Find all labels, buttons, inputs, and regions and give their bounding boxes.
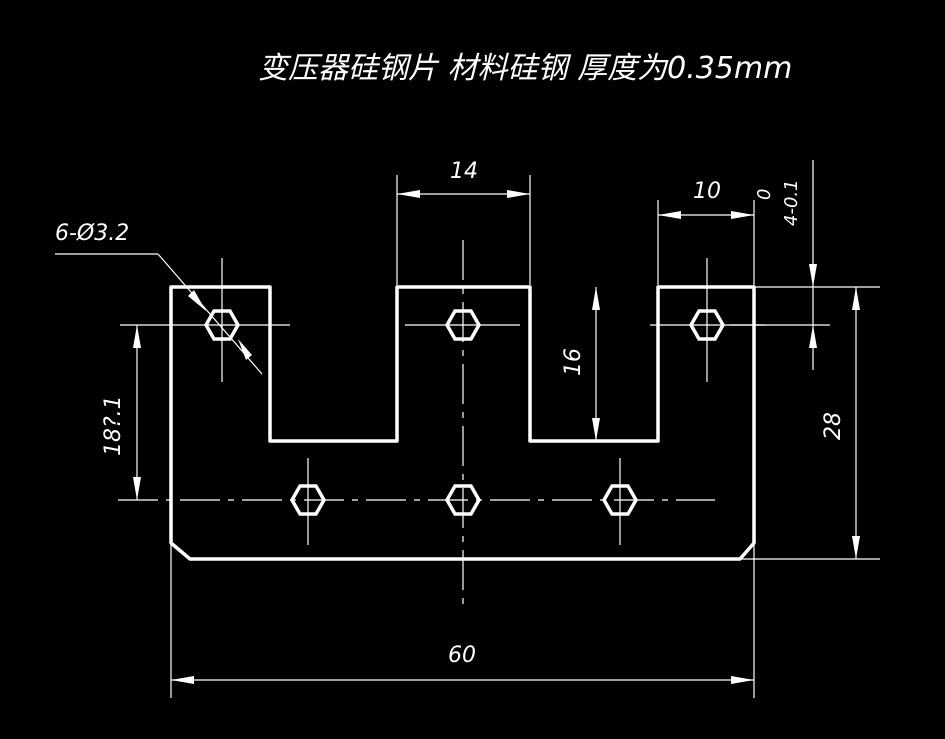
part-outline	[169, 285, 756, 561]
hole-callout-label: 6-Ø3.2	[55, 221, 129, 246]
dim-hole-spacing-label: 18?.1	[101, 395, 126, 456]
dim-overall-height-label: 28	[821, 412, 846, 440]
dim-slot-width-label: 14	[450, 159, 478, 184]
dimension-tolerance: 0 4-0.1	[730, 160, 880, 370]
hole-top-right	[688, 309, 726, 341]
drawing-title: 变压器硅钢片 材料硅钢 厚度为0.35mm	[258, 51, 792, 86]
hole-top-left	[203, 309, 241, 341]
hole-bottom-left	[289, 484, 327, 516]
dim-tolerance-upper: 0	[754, 189, 775, 200]
hole-top-center	[444, 309, 482, 341]
hole-bottom-center	[444, 484, 482, 516]
dimension-slot-width: 14	[396, 159, 531, 285]
centerlines	[118, 240, 765, 610]
dimension-hole-spacing: 18?.1	[101, 325, 141, 500]
hole-bottom-right	[601, 484, 639, 516]
dim-tolerance-label: 4-0.1	[781, 179, 802, 226]
dimension-tab-width: 10	[657, 179, 755, 285]
dimension-overall-width: 60	[170, 545, 755, 698]
dim-tab-width-label: 10	[693, 179, 721, 204]
dim-overall-width-label: 60	[448, 643, 476, 668]
dimension-slot-depth: 16	[561, 287, 600, 441]
hole-callout: 6-Ø3.2	[55, 221, 263, 375]
dim-slot-depth-label: 16	[561, 348, 586, 376]
dimension-overall-height: 28	[740, 287, 880, 560]
holes	[203, 309, 726, 516]
